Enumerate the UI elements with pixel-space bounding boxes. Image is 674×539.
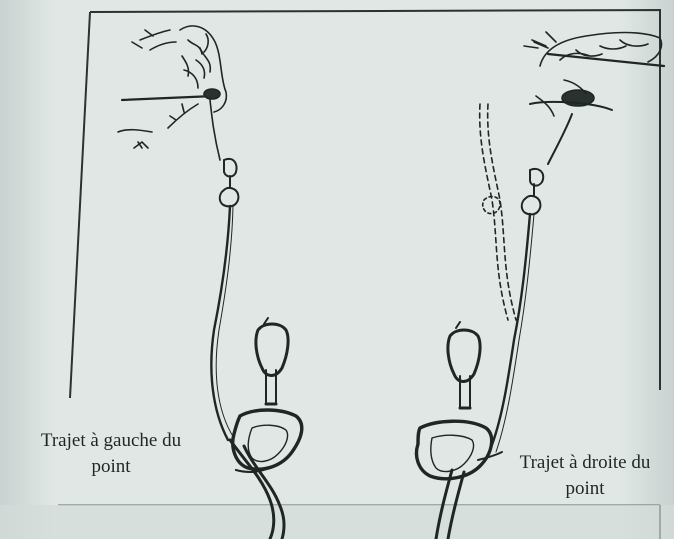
right-route-caption: Trajet à droite du point [498, 450, 672, 502]
right-caption-line2: point [498, 476, 672, 502]
right-caption-line1: Trajet à droite du [498, 450, 672, 476]
left-caption-line2: point [14, 454, 208, 480]
left-caption-line1: Trajet à gauche du [14, 428, 208, 454]
left-route-caption: Trajet à gauche du point [14, 428, 208, 480]
